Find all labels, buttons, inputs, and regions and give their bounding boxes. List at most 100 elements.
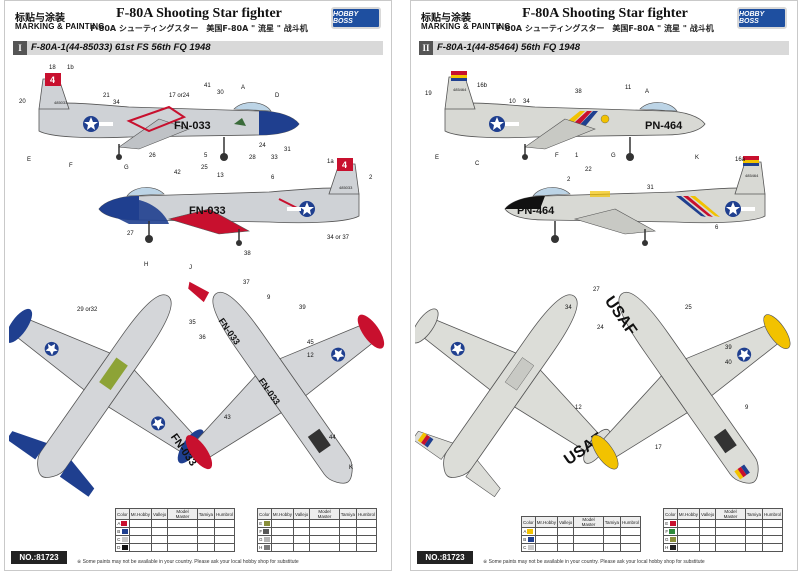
scheme-title: F-80A-1(44-85464) 56th FQ 1948 [437,42,581,53]
svg-text:17 or24: 17 or24 [169,93,190,99]
svg-text:35: 35 [189,320,196,326]
scheme-title-bar: I F-80A-1(44-85033) 61st FS 56th FQ 1948 [13,41,383,55]
svg-text:16b: 16b [477,83,488,89]
svg-text:38: 38 [244,251,251,257]
svg-text:24: 24 [597,325,604,331]
svg-text:19: 19 [425,91,432,97]
svg-text:25: 25 [685,305,692,311]
svg-text:28: 28 [249,155,256,161]
svg-text:42: 42 [174,170,181,176]
svg-text:9: 9 [745,405,749,411]
svg-text:E: E [27,157,31,163]
side-profile-2: 4 FN-033 485033 [98,158,360,246]
page-title: F-80A Shooting Star fighter [116,6,282,21]
svg-text:20: 20 [19,99,26,105]
paint-note: ※ Some paints may not be available in yo… [483,559,705,565]
scheme-title: F-80A-1(44-85033) 61st FS 56th FQ 1948 [31,42,211,53]
scheme-number: I [13,41,27,55]
serial-2: 485464 [745,173,759,178]
svg-text:E: E [435,155,439,161]
product-number: NO.:81723 [417,551,473,564]
svg-text:A: A [241,85,245,91]
plan-view-bottom [591,291,791,484]
svg-text:40: 40 [725,360,732,366]
svg-text:9: 9 [267,295,271,301]
svg-text:2: 2 [369,175,373,181]
color-table-2: Color Mr.Hobby Vallejo Model Master Tami… [663,508,784,552]
serial-1: 485033 [54,100,68,105]
serial-2: 485033 [339,185,353,190]
svg-text:24: 24 [259,143,266,149]
svg-text:34 or 37: 34 or 37 [327,235,350,241]
svg-text:30: 30 [217,90,224,96]
svg-text:K: K [349,465,353,471]
scheme-title-bar: II F-80A-1(44-85464) 56th FQ 1948 [419,41,789,55]
tail-number: 4 [50,75,55,85]
aircraft-artwork-right: PN-464 485464 PN-464 485464 [415,71,791,498]
svg-text:J: J [189,265,192,271]
svg-text:34: 34 [113,100,120,106]
callout-labels: 18 1b 20 21 34 17 or24 41 30 A D E F G 2… [19,65,373,471]
svg-text:12: 12 [307,353,314,359]
instruction-sheet-right: 标贴与涂装 MARKING & PAINTING F-80A Shooting … [410,0,798,571]
svg-text:21: 21 [103,93,110,99]
page-subtitle: F-80A シューティングスター 美国F-80A " 流星 " 战斗机 [90,24,308,33]
svg-text:26: 26 [149,153,156,159]
svg-text:12: 12 [575,405,582,411]
page-title: F-80A Shooting Star fighter [522,6,688,21]
svg-text:25: 25 [201,165,208,171]
color-table-1: Color Mr.Hobby Vallejo Model Master Tami… [115,508,236,552]
svg-text:38: 38 [575,89,582,95]
side-code-1: PN-464 [645,120,683,132]
svg-text:44: 44 [329,435,336,441]
hobby-boss-logo: HOBBY BOSS [737,7,787,29]
svg-text:22: 22 [585,167,592,173]
plan-view-top [415,294,611,498]
plan-view-top [9,294,205,497]
page-subtitle: F-80A シューティングスター 美国F-80A " 流星 " 战斗机 [496,24,714,33]
svg-text:4: 4 [342,160,347,170]
svg-text:1b: 1b [67,65,74,71]
svg-text:K: K [695,155,699,161]
svg-text:F: F [69,163,73,169]
svg-text:11: 11 [625,85,632,91]
svg-text:31: 31 [284,147,291,153]
svg-text:43: 43 [224,415,231,421]
svg-text:27: 27 [127,231,134,237]
svg-text:31: 31 [647,185,654,191]
plan-view-bottom [185,281,385,484]
svg-text:6: 6 [271,175,275,181]
svg-text:6: 6 [715,225,719,231]
side-profile-1: 4 FN-033 485033 [38,73,300,161]
svg-text:G: G [124,165,129,171]
product-number: NO.:81723 [11,551,67,564]
svg-text:39: 39 [299,305,306,311]
header-en: MARKING & PAINTING [421,22,511,31]
header-cn: 标贴与涂装 [15,13,65,24]
svg-text:10: 10 [509,99,516,105]
svg-text:34: 34 [565,305,572,311]
color-table-2: Color Mr.Hobby Vallejo Model Master Tami… [257,508,378,552]
svg-text:18: 18 [49,65,56,71]
side-code-2: PN-464 [517,205,555,217]
svg-text:37: 37 [243,280,250,286]
svg-text:45: 45 [307,340,314,346]
svg-text:29 or32: 29 or32 [77,307,98,313]
svg-text:H: H [144,262,148,268]
svg-text:A: A [645,89,649,95]
svg-text:33: 33 [271,155,278,161]
svg-text:17: 17 [655,445,662,451]
side-code-2: FN-033 [189,205,226,217]
side-profile-1: PN-464 485464 [444,71,706,161]
header-en: MARKING & PAINTING [15,22,105,31]
svg-text:F: F [555,153,559,159]
side-code-1: FN-033 [174,120,211,132]
side-profile-2: PN-464 485464 [504,156,766,246]
svg-text:16a: 16a [735,157,746,163]
svg-text:27: 27 [593,287,600,293]
svg-text:13: 13 [217,173,224,179]
aircraft-artwork-left: 4 FN-033 485033 4 [9,65,385,497]
color-table-1: Color Mr.Hobby Vallejo Model Master Tami… [521,516,642,552]
svg-text:41: 41 [204,83,211,89]
svg-text:5: 5 [204,153,208,159]
